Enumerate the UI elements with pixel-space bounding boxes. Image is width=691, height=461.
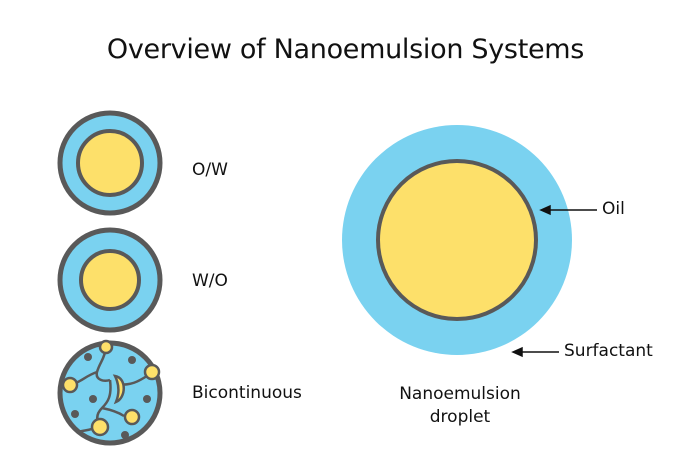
ow-label: O/W	[192, 160, 228, 180]
nanoemulsion-droplet	[342, 125, 572, 355]
diagram-title: Overview of Nanoemulsion Systems	[106, 34, 585, 65]
ow-droplet-icon	[57, 110, 163, 216]
droplet-caption-line2: droplet	[429, 407, 491, 427]
droplet-caption-line1: Nanoemulsion	[399, 384, 521, 404]
bicontinuous-label: Bicontinuous	[192, 383, 302, 403]
surfactant-label: Surfactant	[564, 341, 653, 361]
oil-label: Oil	[602, 199, 625, 219]
surfactant-arrow-icon	[511, 346, 559, 358]
wo-droplet-icon	[57, 227, 163, 333]
oil-arrow-icon	[539, 204, 597, 216]
droplet-caption: Nanoemulsion droplet	[375, 383, 545, 429]
bicontinuous-icon	[57, 339, 163, 446]
wo-label: W/O	[192, 271, 228, 291]
